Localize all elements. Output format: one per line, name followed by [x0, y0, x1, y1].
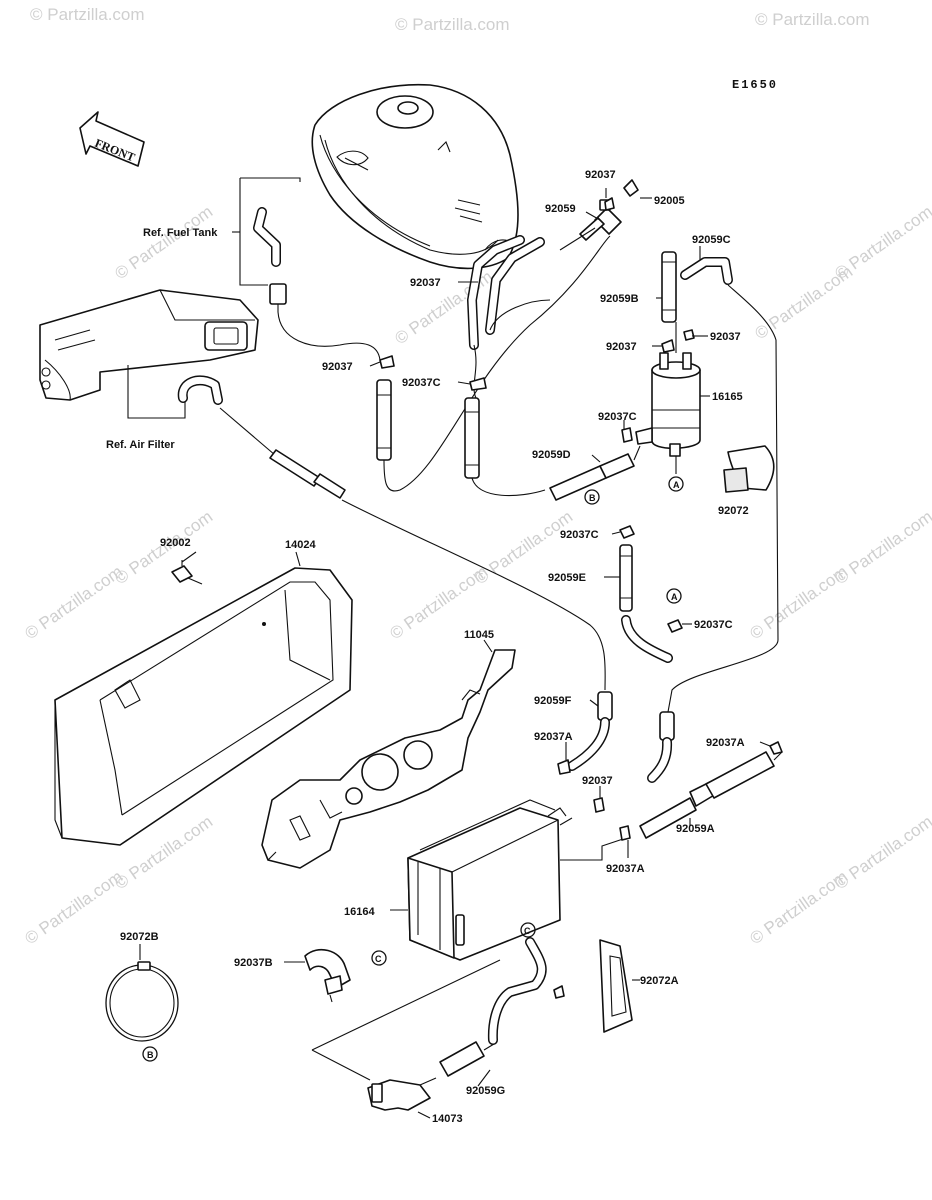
svg-text:B: B: [147, 1050, 154, 1060]
marker-c-2: C: [520, 922, 536, 938]
cover-14024: [54, 567, 353, 846]
callout-14073: 14073: [432, 1113, 463, 1125]
callout-92059E: 92059E: [548, 572, 586, 584]
hose-segment: [269, 449, 346, 499]
callout-92037A: 92037A: [606, 863, 645, 875]
watermark: © Partzilla.com: [831, 202, 932, 283]
band-92072B: [105, 961, 179, 1042]
callout-92037C: 92037C: [402, 377, 441, 389]
clamp-92072: [723, 445, 775, 493]
callout-92059C: 92059C: [692, 234, 731, 246]
vertical-hose-left: [376, 235, 611, 492]
callout-92037: 92037: [582, 775, 613, 787]
fuel-tank: [311, 83, 519, 270]
front-arrow-icon: FRONT: [79, 111, 145, 167]
ref-fuel-tank-label: Ref. Fuel Tank: [143, 227, 218, 239]
callout-92059F: 92059F: [534, 695, 572, 707]
callout-92037C: 92037C: [560, 529, 599, 541]
callout-92072: 92072: [718, 505, 749, 517]
canister-16164: [407, 799, 627, 961]
callout-92037B: 92037B: [234, 957, 273, 969]
callout-92037: 92037: [606, 341, 637, 353]
callout-92037: 92037: [585, 169, 616, 181]
callout-92059G: 92059G: [466, 1085, 505, 1097]
callout-92037A: 92037A: [534, 731, 573, 743]
marker-a-1: A: [668, 476, 684, 492]
watermark: © Partzilla.com: [30, 5, 145, 24]
callout-16164: 16164: [344, 906, 375, 918]
callout-92072A: 92072A: [640, 975, 679, 987]
elbow-14073: [367, 1077, 437, 1111]
callout-92059A: 92059A: [676, 823, 715, 835]
callout-92002: 92002: [160, 537, 191, 549]
hose-92059D: [549, 445, 641, 501]
callout-92059D: 92059D: [532, 449, 571, 461]
vertical-hose-mid: [464, 397, 546, 497]
callout-92037C: 92037C: [694, 619, 733, 631]
callout-11045: 11045: [464, 629, 494, 641]
tank-hoses: [467, 235, 551, 399]
callout-92037: 92037: [410, 277, 441, 289]
watermark: © Partzilla.com: [111, 202, 216, 283]
hose-92059B: [661, 251, 677, 323]
strap-92072A: [599, 939, 633, 1033]
leader-line: [311, 959, 501, 1081]
vent-line: [219, 407, 276, 456]
callout-92037C: 92037C: [598, 411, 637, 423]
marker-b-1: B: [584, 489, 600, 505]
callout-16165: 16165: [712, 391, 743, 403]
watermark: © Partzilla.com: [21, 562, 126, 643]
clip-92037B: [304, 948, 351, 1003]
svg-text:A: A: [671, 592, 678, 602]
svg-text:C: C: [524, 926, 531, 936]
vent-line: [341, 499, 606, 691]
watermark: © Partzilla.com: [755, 10, 870, 29]
marker-b-2: B: [142, 1046, 158, 1062]
fuel-tank-ref: Ref. Fuel Tank: [143, 177, 381, 361]
callout-92037: 92037: [710, 331, 741, 343]
bracket-11045: [261, 649, 516, 869]
callout-92059B: 92059B: [600, 293, 639, 305]
clips: [379, 197, 783, 999]
callout-14024: 14024: [285, 539, 316, 551]
drawing-code: E1650: [732, 78, 778, 92]
bolt-92002: [171, 560, 203, 585]
hose-right: [647, 711, 675, 783]
hose-92059A: [639, 751, 783, 839]
fuel-pump-16165: [635, 322, 701, 474]
callout-92037A: 92037A: [706, 737, 745, 749]
callout-92037: 92037: [322, 361, 353, 373]
ref-air-filter-label: Ref. Air Filter: [106, 439, 175, 451]
watermark: © Partzilla.com: [831, 812, 932, 893]
hose-92059C: [667, 257, 779, 713]
air-filter-housing: Ref. Air Filter: [39, 289, 259, 451]
marker-c-1: C: [371, 950, 387, 966]
svg-text:B: B: [589, 493, 596, 503]
watermark: © Partzilla.com: [831, 507, 932, 588]
top-connector: [559, 179, 639, 251]
callout-92059: 92059: [545, 203, 576, 215]
hose-92059F: [567, 691, 613, 771]
marker-a-2: A: [666, 588, 682, 604]
hose-92059E: [619, 544, 673, 663]
callout-92072B: 92072B: [120, 931, 159, 943]
leader-lines: [139, 188, 771, 1119]
svg-text:C: C: [375, 954, 382, 964]
callout-92005: 92005: [654, 195, 685, 207]
callouts: 92037 92059 92005 92059C 92037 92059B 92…: [120, 169, 749, 1125]
watermark: © Partzilla.com: [21, 867, 126, 948]
svg-text:A: A: [673, 480, 680, 490]
watermark: © Partzilla.com: [395, 15, 510, 34]
hose-92059G: [439, 937, 547, 1077]
